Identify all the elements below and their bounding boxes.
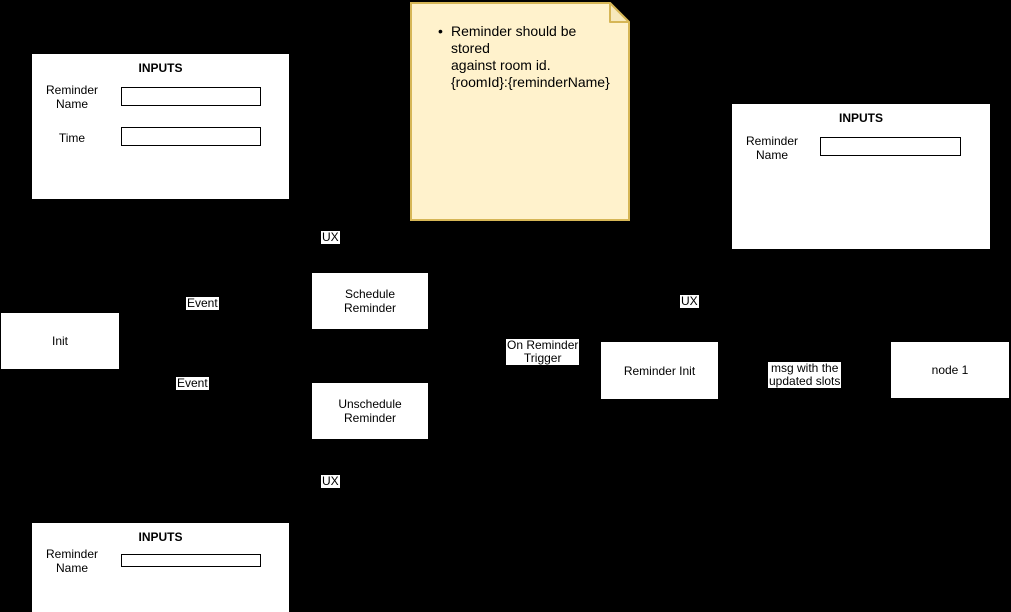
reminder-name-input[interactable] (121, 87, 261, 106)
note-text: Reminder should be stored against room i… (451, 23, 610, 90)
reminder-name-input[interactable] (820, 137, 961, 156)
time-label: Time (58, 131, 86, 145)
node-label: node 1 (931, 363, 969, 377)
sticky-note-shape-icon (410, 2, 630, 221)
node-label: Reminder Init (623, 363, 696, 378)
node-node-1: node 1 (890, 341, 1010, 399)
sticky-note: • Reminder should be stored against room… (410, 2, 630, 221)
reminder-name-label: Reminder Name (745, 134, 799, 162)
reminder-name-label: Reminder Name (45, 547, 99, 575)
inputs-panel-reminder-init: INPUTS Reminder Name (731, 103, 991, 250)
edge-label-event-2: Event (176, 376, 209, 390)
inputs-panel-schedule: INPUTS Reminder Name Time (31, 53, 290, 200)
edge-label-ux-2: UX (321, 474, 340, 488)
node-label: Schedule Reminder (343, 287, 397, 315)
note-bullet-item: • Reminder should be stored against room… (438, 23, 616, 91)
edge-label-ux-3: UX (680, 294, 699, 308)
edge-label-event-1: Event (186, 296, 219, 310)
node-unschedule-reminder: Unschedule Reminder (311, 382, 429, 440)
time-input[interactable] (121, 127, 261, 146)
inputs-panel-title: INPUTS (138, 61, 183, 75)
node-schedule-reminder: Schedule Reminder (311, 272, 429, 330)
node-reminder-init: Reminder Init (600, 341, 719, 400)
edge-label-ux-1: UX (321, 230, 340, 244)
reminder-name-input[interactable] (121, 554, 261, 567)
reminder-name-label: Reminder Name (45, 83, 99, 111)
edge-label-on-reminder-trigger: On Reminder Trigger (506, 338, 580, 365)
inputs-panel-unschedule: INPUTS Reminder Name (31, 522, 290, 612)
bullet-icon: • (438, 23, 443, 39)
node-init: Init (0, 312, 120, 370)
inputs-panel-title: INPUTS (138, 530, 183, 544)
node-label: Init (51, 334, 68, 348)
node-label: Unschedule Reminder (338, 397, 402, 425)
edge-label-msg-updated-slots: msg with the updated slots (768, 361, 842, 388)
inputs-panel-title: INPUTS (838, 111, 883, 125)
